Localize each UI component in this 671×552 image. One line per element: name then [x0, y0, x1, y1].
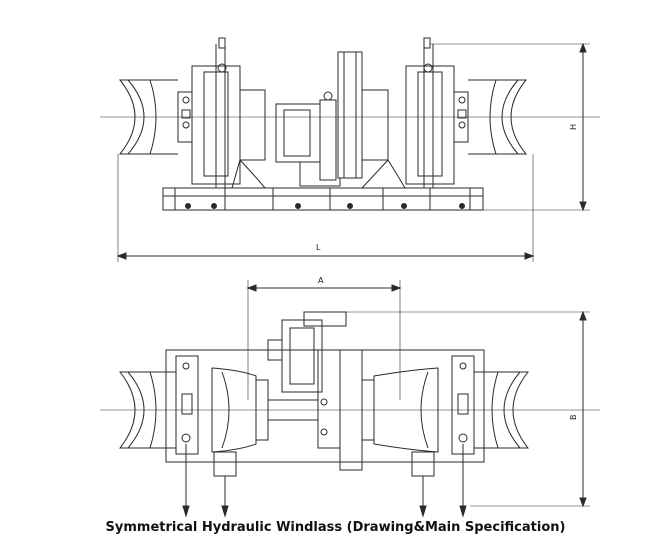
plan-right-warping-head — [503, 371, 530, 449]
right-warping-head — [501, 79, 528, 155]
plan-hydraulic-motor — [281, 319, 323, 393]
b-dimension — [346, 310, 590, 508]
a-label: A — [318, 276, 324, 285]
center-reducer — [275, 103, 321, 163]
a-dimension — [246, 280, 402, 400]
plan-base-frame — [165, 349, 485, 463]
right-gypsy-housing — [405, 65, 455, 185]
plan-right-gypsy — [373, 367, 439, 453]
b-label: B — [569, 415, 578, 421]
height-label: H — [569, 124, 578, 130]
figure-caption: Symmetrical Hydraulic Windlass (Drawing&… — [105, 520, 566, 535]
height-dimension — [430, 42, 590, 212]
base-frame — [162, 187, 484, 211]
length-label: L — [316, 243, 321, 252]
hydraulic-motor — [319, 99, 337, 181]
elevation-view — [100, 37, 600, 262]
length-dimension — [116, 154, 535, 262]
plan-left-gypsy — [211, 367, 257, 453]
windlass-drawing: H L A B — [100, 37, 600, 518]
plan-view — [100, 280, 600, 518]
